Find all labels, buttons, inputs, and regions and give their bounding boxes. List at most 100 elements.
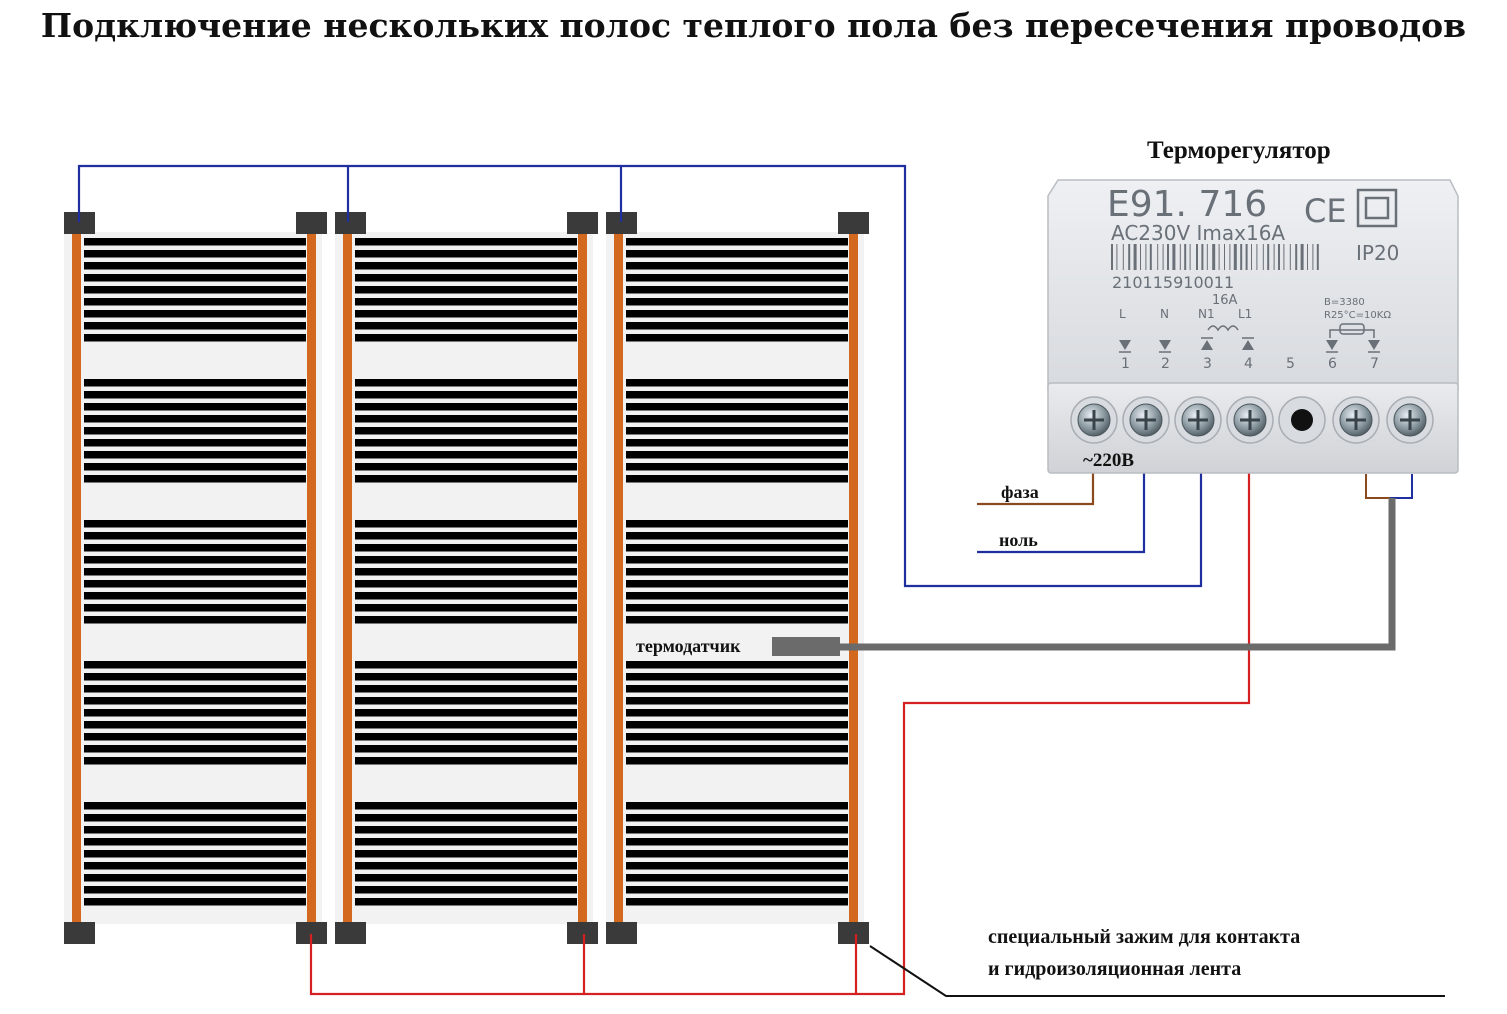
screw-terminal-icon bbox=[1122, 396, 1170, 444]
clamp-connector bbox=[296, 922, 327, 944]
heating-stripe bbox=[626, 415, 848, 423]
neutral-label: ноль bbox=[999, 530, 1038, 550]
heating-stripe bbox=[355, 391, 577, 399]
clamp-connector bbox=[567, 212, 598, 234]
heating-stripe bbox=[626, 802, 848, 810]
heating-stripe bbox=[355, 604, 577, 612]
heating-panel-3 bbox=[606, 212, 869, 944]
heating-stripe bbox=[355, 475, 577, 483]
heating-stripe bbox=[84, 568, 306, 576]
heating-stripe bbox=[626, 427, 848, 435]
heating-stripe bbox=[626, 733, 848, 741]
heating-stripe bbox=[355, 685, 577, 693]
clamp-connector bbox=[606, 922, 637, 944]
heating-stripe bbox=[84, 463, 306, 471]
barcode-icon bbox=[1111, 244, 1319, 270]
heating-stripe bbox=[355, 415, 577, 423]
sensor-cable bbox=[836, 498, 1396, 651]
heating-stripe bbox=[84, 556, 306, 564]
heating-stripe bbox=[84, 262, 306, 270]
heating-stripe bbox=[84, 592, 306, 600]
heating-stripe bbox=[355, 262, 577, 270]
heating-stripe bbox=[84, 661, 306, 669]
busbar-left bbox=[72, 232, 81, 924]
clamp-connector bbox=[606, 212, 637, 234]
heating-stripe bbox=[84, 802, 306, 810]
heating-stripe bbox=[355, 592, 577, 600]
heating-stripe bbox=[355, 310, 577, 318]
heating-stripe bbox=[355, 709, 577, 717]
terminal-number-6: 6 bbox=[1328, 356, 1337, 372]
heating-stripe bbox=[84, 286, 306, 294]
double-insulation-icon bbox=[1356, 188, 1398, 228]
heating-stripe bbox=[355, 451, 577, 459]
heating-stripe bbox=[355, 721, 577, 729]
heating-stripe bbox=[626, 391, 848, 399]
heating-stripe bbox=[626, 709, 848, 717]
heating-stripe bbox=[626, 862, 848, 870]
heating-stripe bbox=[355, 814, 577, 822]
device-ip: IP20 bbox=[1356, 241, 1399, 265]
voltage-label: ~220В bbox=[1083, 450, 1134, 471]
busbar-left bbox=[614, 232, 623, 924]
heating-stripe bbox=[355, 439, 577, 447]
screw-terminal-icon bbox=[1174, 396, 1222, 444]
clamp-connector bbox=[64, 212, 95, 234]
clamp-connector bbox=[838, 922, 869, 944]
heating-stripe bbox=[84, 814, 306, 822]
heating-stripe bbox=[355, 403, 577, 411]
heating-stripe bbox=[84, 427, 306, 435]
neutral-supply-wire bbox=[977, 472, 1146, 554]
heating-stripe bbox=[626, 898, 848, 906]
heating-stripe bbox=[626, 274, 848, 282]
busbar-left bbox=[343, 232, 352, 924]
phase-label: фаза bbox=[1001, 482, 1039, 502]
heating-stripe bbox=[626, 838, 848, 846]
heating-stripe bbox=[355, 898, 577, 906]
heating-stripe bbox=[355, 733, 577, 741]
terminal-arrow bbox=[1368, 340, 1380, 350]
sensor-param-r25: R25°C=10KΩ bbox=[1324, 310, 1391, 321]
heating-stripe bbox=[355, 298, 577, 306]
heating-stripe bbox=[84, 898, 306, 906]
terminal-number-3: 3 bbox=[1203, 356, 1212, 372]
heating-stripe bbox=[626, 757, 848, 765]
heating-stripe bbox=[626, 826, 848, 834]
page-title: Подключение нескольких полос теплого пол… bbox=[40, 6, 1467, 45]
heating-stripe bbox=[626, 262, 848, 270]
thermostat-device: E91. 716 CE AC230V Imax16A IP20 21011591… bbox=[1047, 179, 1459, 474]
busbar-right bbox=[849, 232, 858, 924]
clamp-connector bbox=[838, 212, 869, 234]
heating-stripe bbox=[84, 475, 306, 483]
clamp-pointer bbox=[869, 945, 1445, 997]
heating-stripe bbox=[84, 520, 306, 528]
heating-stripe bbox=[626, 721, 848, 729]
heating-stripe bbox=[355, 874, 577, 882]
terminal-number-5: 5 bbox=[1286, 356, 1295, 372]
terminal-number-1: 1 bbox=[1121, 356, 1130, 372]
heating-stripe bbox=[84, 391, 306, 399]
neutral-wire-top bbox=[77, 164, 1203, 588]
heating-stripe bbox=[84, 274, 306, 282]
heating-stripe bbox=[84, 298, 306, 306]
heating-stripe bbox=[355, 286, 577, 294]
heating-stripe bbox=[626, 520, 848, 528]
heating-stripe bbox=[355, 862, 577, 870]
heating-stripe bbox=[626, 544, 848, 552]
heating-stripe bbox=[84, 745, 306, 753]
heating-stripe bbox=[84, 544, 306, 552]
sensor-param-beta: B=3380 bbox=[1324, 297, 1365, 308]
heating-stripe bbox=[84, 862, 306, 870]
device-model: E91. 716 bbox=[1107, 184, 1267, 225]
device-serial: 210115910011 bbox=[1112, 273, 1234, 292]
heating-stripe bbox=[84, 532, 306, 540]
terminal-letter-n: N bbox=[1160, 307, 1169, 321]
screw-terminals bbox=[1070, 396, 1434, 444]
terminal-number-7: 7 bbox=[1370, 356, 1379, 372]
ce-mark-icon: CE bbox=[1304, 192, 1347, 230]
heating-stripe bbox=[355, 616, 577, 624]
screw-terminal-icon bbox=[1386, 396, 1434, 444]
screw-terminal-icon bbox=[1226, 396, 1274, 444]
heating-stripe bbox=[626, 475, 848, 483]
